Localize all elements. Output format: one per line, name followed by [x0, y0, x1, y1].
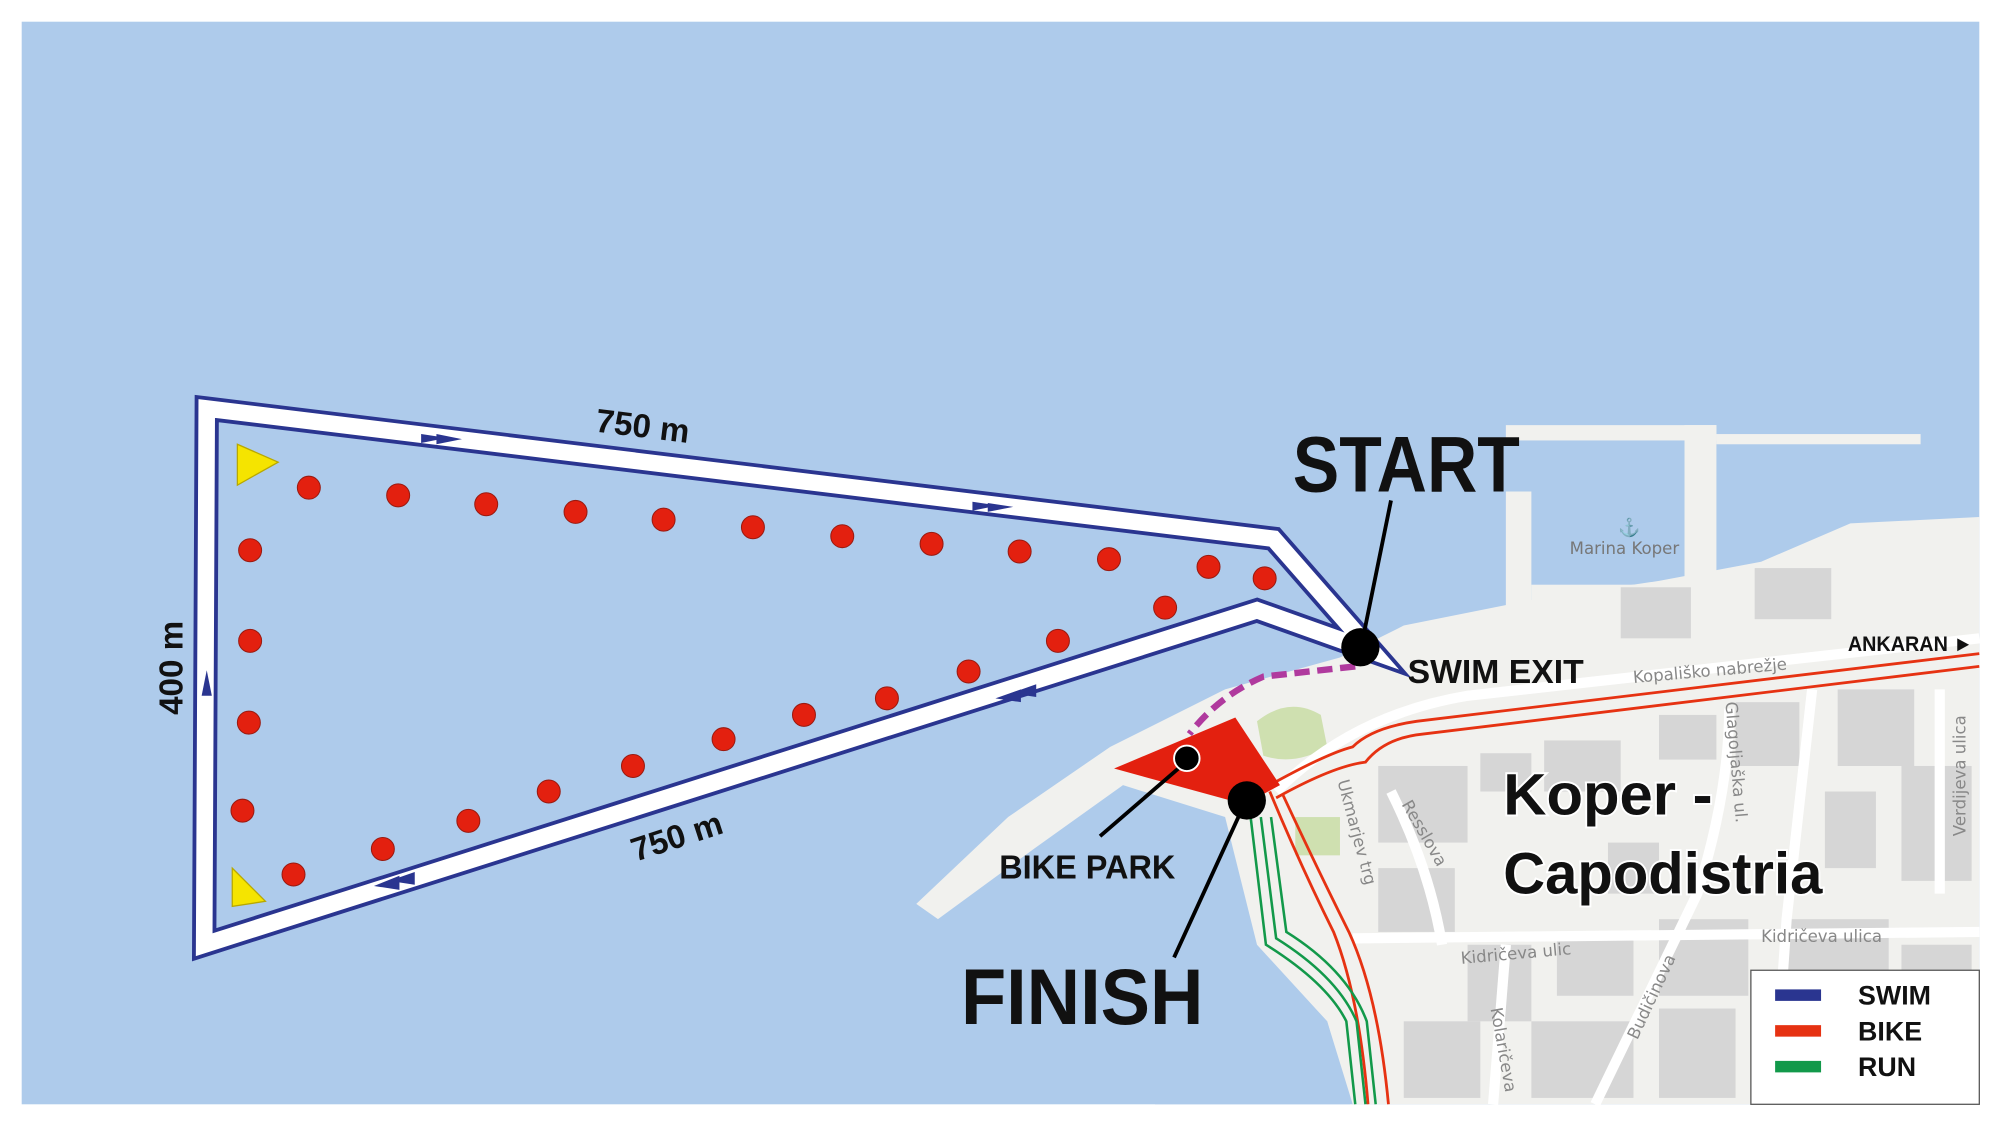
buoy [1196, 554, 1221, 579]
legend-swatch-run [1775, 1060, 1822, 1073]
buoy [238, 628, 263, 653]
start-point [1341, 628, 1380, 667]
finish-pointer [1172, 803, 1246, 959]
run-route [1249, 816, 1377, 1105]
buoy [236, 710, 261, 735]
legend-swatch-bike [1775, 1025, 1822, 1037]
buoy [711, 727, 736, 752]
town-label-line1: Koper - [1503, 762, 1712, 827]
buoy [296, 475, 321, 500]
buoy [919, 531, 944, 556]
buoy [536, 779, 561, 804]
legend-label-run: RUN [1858, 1052, 1916, 1082]
street-label: Kidričeva ulica [1761, 927, 1882, 946]
buoy-line [230, 475, 1277, 887]
legend-label-bike: BIKE [1858, 1016, 1922, 1046]
buoy [791, 702, 816, 727]
finish-label: FINISH [961, 952, 1203, 1041]
legend: SWIM BIKE RUN [1750, 969, 1980, 1105]
bike-park-pointer [1098, 761, 1186, 838]
marina-label: Marina Koper [1570, 539, 1680, 558]
distance-label-side: 400 m [153, 621, 190, 715]
turn-marker [236, 443, 280, 487]
buoy [563, 499, 588, 524]
park [1257, 706, 1328, 760]
street-network [1272, 633, 1980, 1107]
town-label-line2: Capodistria [1503, 842, 1823, 907]
buoy [874, 686, 899, 711]
buoy [1096, 547, 1121, 572]
anchor-icon: ⚓ [1618, 517, 1640, 538]
buoy [281, 862, 306, 887]
legend-label-swim: SWIM [1858, 981, 1931, 1011]
legend-swatch-swim [1775, 989, 1822, 1001]
finish-point [1227, 781, 1266, 820]
buoy [456, 808, 481, 833]
swim-direction-arrows [201, 434, 1037, 890]
buoy [370, 836, 395, 861]
bike-park-point [1173, 744, 1201, 773]
buoy [651, 507, 676, 532]
swim-course [191, 394, 1412, 962]
turn-marker [231, 866, 267, 908]
street-label: Verdijeva ulica [1950, 715, 1969, 836]
buoy [230, 798, 255, 823]
map-area: Kopališko nabrežje Glagoljaška ul. Verdi… [21, 21, 1980, 1107]
buoy [238, 538, 263, 563]
bike-park-label: BIKE PARK [999, 849, 1175, 886]
buoy [620, 753, 645, 778]
bike-route [1268, 652, 1980, 1105]
swim-exit-label: SWIM EXIT [1408, 654, 1584, 691]
buoy [474, 492, 499, 517]
buoy [1252, 566, 1277, 591]
ankaran-direction-label: ANKARAN ► [1848, 631, 1973, 656]
harbor-water [1148, 947, 1351, 1105]
buoy [1007, 539, 1032, 564]
buoy [956, 659, 981, 684]
start-label: START [1293, 419, 1520, 508]
start-pointer [1361, 500, 1393, 639]
buoy [1153, 595, 1178, 620]
buoy [830, 524, 855, 549]
buoy [386, 483, 411, 508]
transition-path [1186, 663, 1356, 737]
buoy [740, 515, 765, 540]
buoy [1045, 628, 1070, 653]
